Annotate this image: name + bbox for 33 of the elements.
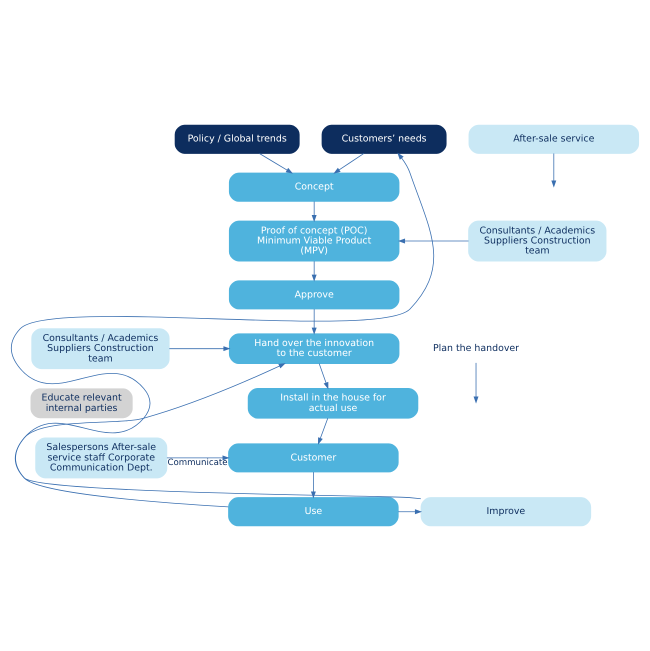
node-box: Use xyxy=(228,497,399,526)
arrow xyxy=(318,363,328,390)
node-box: Concept xyxy=(228,172,400,202)
node-box: Proof of concept (POC) Minimum Viable Product (MPV) xyxy=(228,220,400,262)
node-box: Salespersons After-sale service staff Corporate Communication Dept. xyxy=(35,437,168,478)
node-box: Policy / Global trends xyxy=(174,124,300,154)
arrow xyxy=(398,509,422,514)
arrow xyxy=(168,346,230,352)
edge-label: Communicate xyxy=(167,458,228,468)
arrow xyxy=(551,153,556,188)
arrow xyxy=(474,362,478,404)
arrow xyxy=(310,472,316,499)
arrow xyxy=(312,260,317,282)
arrow xyxy=(166,455,230,460)
node-box: Approve xyxy=(228,280,400,310)
arrow xyxy=(10,152,434,508)
node-box: After-sale service xyxy=(468,124,640,154)
node-text: Plan the handover xyxy=(432,343,520,354)
arrow xyxy=(318,418,328,445)
node-box: Consultants / Academics Suppliers Construction team xyxy=(468,220,606,262)
arrow xyxy=(259,153,293,174)
node-box: Customers’ needs xyxy=(322,124,447,154)
node-box: Customer xyxy=(228,443,399,472)
arrow xyxy=(312,201,317,222)
node-box: Install in the house for actual use xyxy=(248,388,418,419)
arrow xyxy=(333,153,364,174)
arrow xyxy=(14,363,422,500)
arrow xyxy=(312,308,317,335)
node-box: Improve xyxy=(420,497,592,526)
arrow xyxy=(398,238,469,244)
node-box: Hand over the innovation to the customer xyxy=(228,333,400,364)
label: Educate relevant internal parties xyxy=(42,392,122,414)
node-box: Consultants / Academics Suppliers Construction team xyxy=(31,328,170,370)
